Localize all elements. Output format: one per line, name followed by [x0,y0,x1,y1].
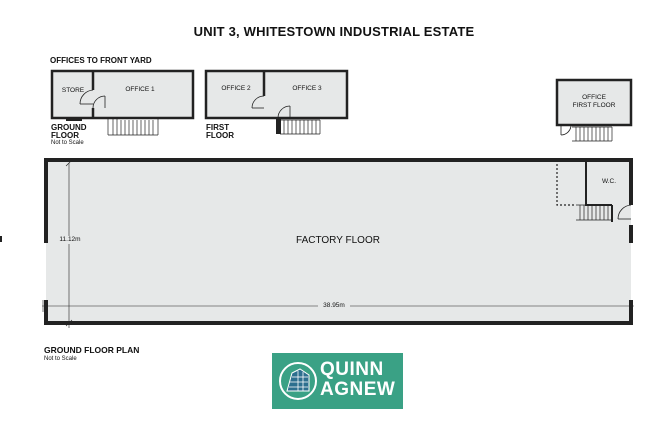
edge-mark [0,236,2,242]
quinn-agnew-logo: QUINN AGNEW [272,353,403,409]
first-floor-label-line1: FIRST [206,123,230,132]
first-floor-offices [204,69,349,135]
room-office-first-floor-line2: FIRST FLOOR [572,102,616,109]
ground-floor-label-line1: GROUND [51,123,87,132]
room-wc: W.C. [601,178,617,185]
logo-text: QUINN AGNEW [320,360,395,400]
logo-line-2: AGNEW [320,379,396,400]
building-icon [279,362,317,400]
room-store: STORE [61,87,85,94]
page-title: UNIT 3, WHITESTOWN INDUSTRIAL ESTATE [193,24,475,39]
dimension-width: 38.95m [318,302,350,310]
plan-label: GROUND FLOOR PLAN [44,345,140,355]
room-office-2: OFFICE 2 [221,85,251,92]
ground-floor-not-to-scale: Not to Scale [51,140,84,146]
room-office-1: OFFICE 1 [125,86,155,93]
factory-floor [42,158,634,328]
plan-not-to-scale: Not to Scale [44,356,77,362]
office-first-floor-box [555,78,633,142]
room-office-first-floor-line1: OFFICE [582,94,606,101]
room-factory-floor: FACTORY FLOOR [296,235,380,246]
room-office-3: OFFICE 3 [292,85,322,92]
ground-floor-label-line2: FLOOR [51,131,79,140]
first-floor-label-line2: FLOOR [206,131,234,140]
dimension-height: 11.12m [56,236,84,244]
logo-line-1: QUINN [320,359,384,380]
offices-label: OFFICES TO FRONT YARD [50,56,152,65]
ground-floor-offices [50,69,195,136]
